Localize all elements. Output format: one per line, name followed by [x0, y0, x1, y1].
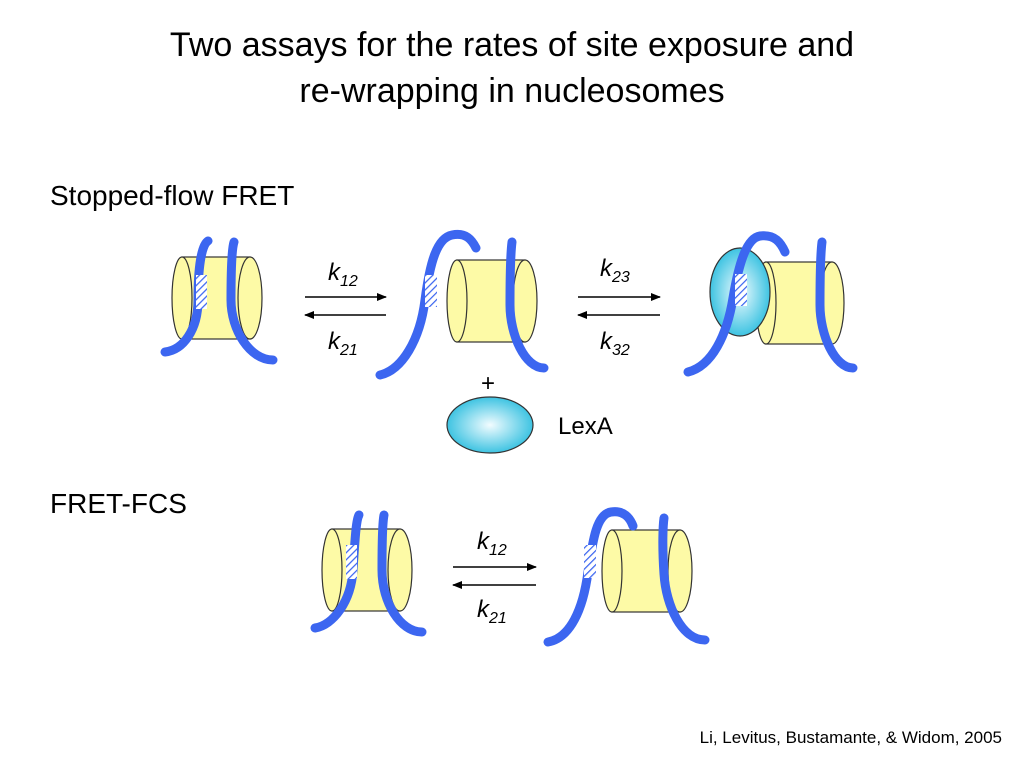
fret-site-hatch — [584, 545, 596, 578]
dna-strand — [226, 237, 278, 365]
dna-strand — [658, 513, 710, 645]
title-line-2: re-wrapping in nucleosomes — [299, 72, 725, 110]
lexa-label: LexA — [558, 413, 613, 440]
rate-label-k21: k21 — [328, 328, 358, 359]
histone-front-face — [387, 528, 413, 612]
dna-strand — [375, 229, 481, 380]
title-line-1: Two assays for the rates of site exposur… — [169, 26, 855, 64]
lexa-protein-free — [446, 396, 534, 454]
lexa-site-hatch — [735, 274, 747, 306]
citation: Li, Levitus, Bustamante, & Widom, 2005 — [699, 728, 1002, 747]
rate-label-k23: k23 — [600, 255, 630, 286]
nucleosome-wrapped — [160, 236, 278, 365]
dna-strand — [683, 231, 790, 377]
histone-back-face — [601, 529, 623, 613]
fcs-equilibrium-arrows: k12 k21 — [452, 528, 537, 627]
dna-strand — [815, 237, 858, 373]
nucleosome-unwrapped — [375, 229, 549, 380]
lexa-site-hatch — [425, 275, 437, 307]
histone-back-face — [321, 528, 343, 612]
fcs-nucleosome-unwrapped — [543, 507, 710, 647]
equilibrium-arrows-1: k12 k21 — [304, 259, 387, 359]
dna-strand — [543, 507, 638, 647]
fcs-nucleosome-wrapped — [310, 510, 427, 637]
rate-label-k32: k32 — [600, 328, 630, 359]
plus-sign: + — [481, 370, 495, 397]
rate-label-k21: k21 — [477, 596, 507, 627]
fret-site-hatch — [346, 545, 357, 579]
dna-strand — [377, 510, 427, 637]
nucleosome-lexa-bound — [683, 231, 858, 377]
equilibrium-arrows-2: k23 k32 — [577, 255, 661, 359]
lexa-site-hatch — [196, 275, 207, 309]
rate-label-k12: k12 — [477, 528, 507, 559]
section-label-stopped-flow: Stopped-flow FRET — [50, 180, 295, 211]
histone-front-face — [237, 256, 263, 340]
histone-back-face — [446, 259, 468, 343]
dna-strand — [505, 237, 549, 373]
section-label-fret-fcs: FRET-FCS — [50, 488, 187, 519]
rate-label-k12: k12 — [328, 259, 358, 290]
slide-title: Two assays for the rates of site exposur… — [0, 22, 1024, 114]
